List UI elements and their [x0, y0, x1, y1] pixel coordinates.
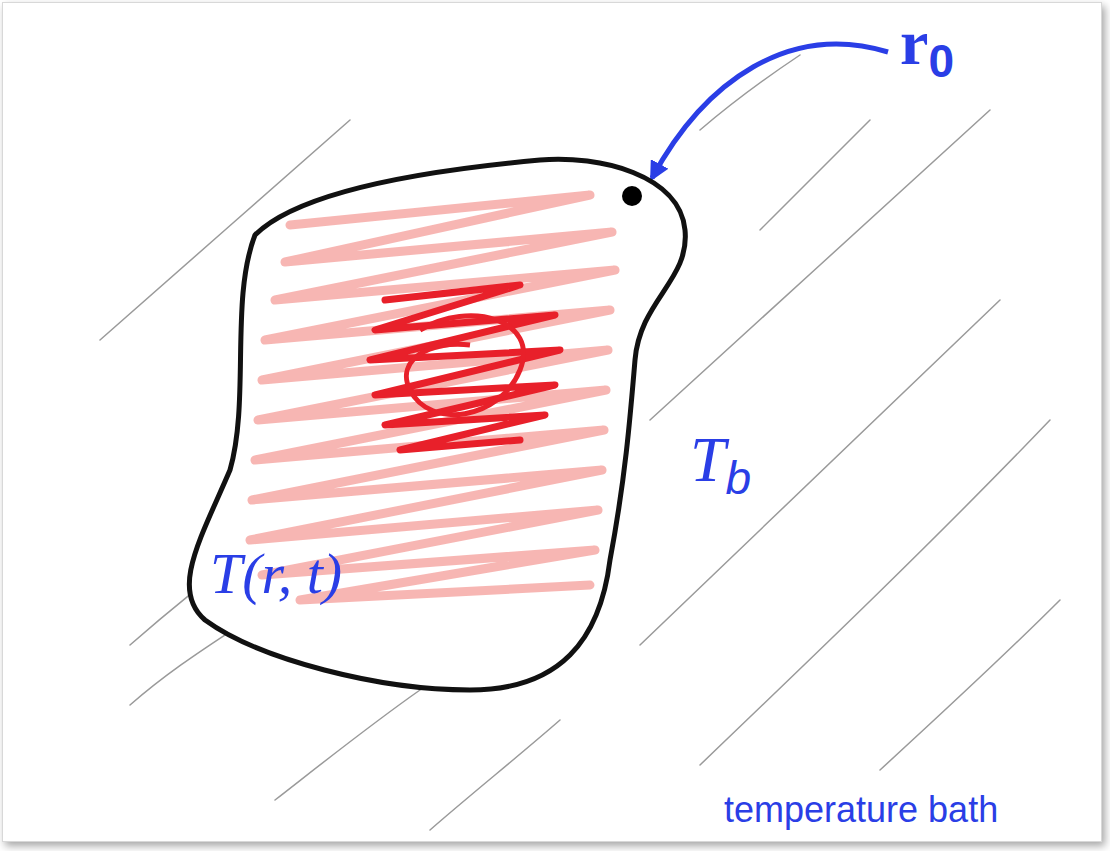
bath-temperature-label: Tb	[690, 425, 751, 495]
field-label: T(r, t)	[210, 545, 342, 603]
body-region: T(r, t)	[180, 150, 695, 700]
caption-note: temperature bath	[724, 790, 998, 830]
pointer-arrow	[652, 44, 888, 178]
body-outline	[180, 150, 695, 700]
point-label: r0	[900, 8, 954, 78]
